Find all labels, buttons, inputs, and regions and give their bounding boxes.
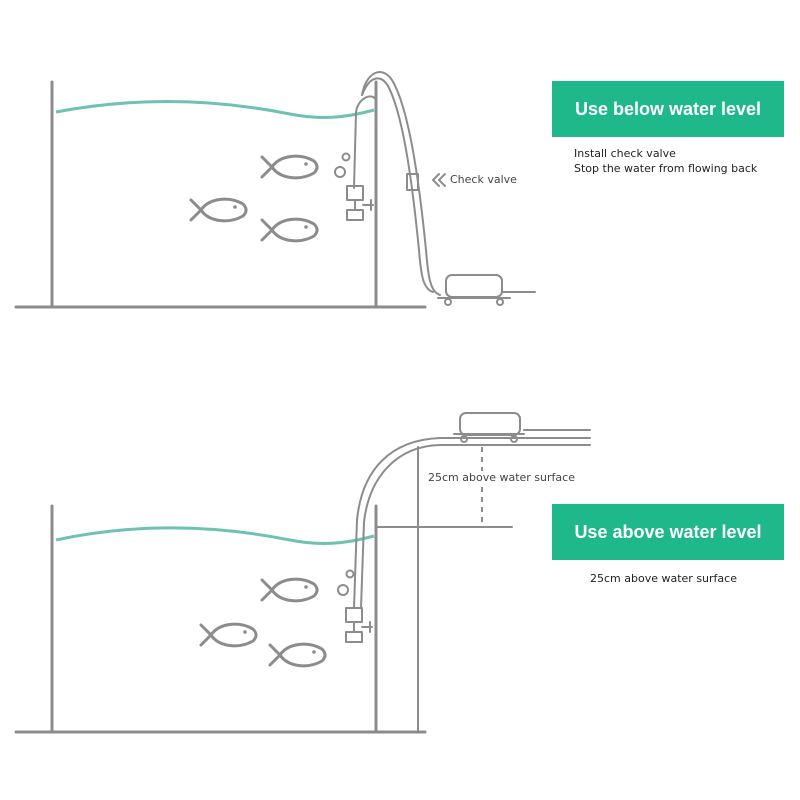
bottom-outlet-hose: [353, 437, 591, 609]
fish-icon: [260, 577, 319, 603]
check-valve-icon: [406, 173, 419, 191]
external-pump-icon: [437, 274, 536, 306]
top-inner-hose: [353, 95, 377, 189]
above-water-note: 25cm above water surface: [590, 572, 737, 585]
top-water-surface: [55, 100, 375, 119]
fish-icon: [260, 154, 319, 180]
below-water-level-banner: Use below water level: [552, 81, 784, 137]
bottom-water-surface: [55, 526, 375, 545]
bottom-bubbles: [337, 569, 355, 596]
elevated-pump-icon: [453, 412, 591, 443]
top-fish-group: [189, 154, 319, 243]
bottom-pump-icon: [345, 607, 373, 643]
top-tank: [14, 80, 427, 309]
top-outlet-hose: [361, 71, 441, 296]
above-water-level-banner: Use above water level: [552, 504, 784, 560]
top-bubbles: [334, 152, 351, 178]
top-pump-icon: [346, 185, 374, 221]
top-notes: Install check valve Stop the water from …: [574, 146, 794, 176]
bottom-tank: [14, 504, 427, 734]
stop-backflow-note: Stop the water from flowing back: [574, 162, 758, 175]
height-label: 25cm above water surface: [426, 471, 577, 484]
fish-icon: [268, 642, 327, 668]
shelf: [375, 446, 513, 733]
bottom-fish-group: [199, 577, 327, 668]
install-check-valve-note: Install check valve: [574, 147, 676, 160]
fish-icon: [260, 217, 319, 243]
fish-icon: [189, 197, 248, 223]
check-valve-label: Check valve: [450, 173, 517, 186]
chevron-left-icon: [432, 173, 446, 187]
fish-icon: [199, 622, 258, 648]
